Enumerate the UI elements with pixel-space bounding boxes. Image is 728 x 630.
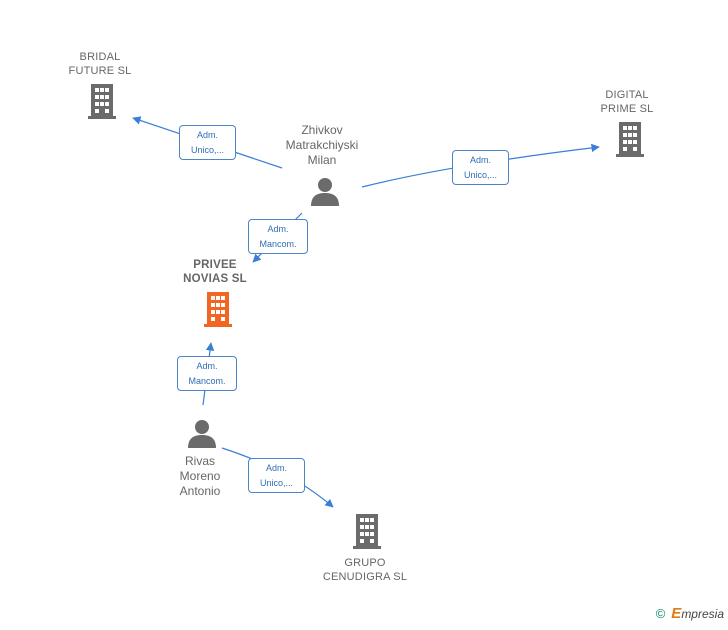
- person-icon[interactable]: [310, 177, 340, 207]
- node-label-privee-novias[interactable]: PRIVEE NOVIAS SL: [183, 259, 247, 285]
- node-label-grupo-cenudigra[interactable]: GRUPO CENUDIGRA SL: [322, 557, 408, 583]
- building-icon[interactable]: [351, 514, 383, 550]
- person-icon[interactable]: [187, 419, 217, 449]
- node-label-rivas[interactable]: Rivas Moreno Antonio: [179, 454, 221, 498]
- edge-label-zhivkov-privee[interactable]: Adm. Mancom.: [248, 219, 308, 254]
- node-label-digital-prime[interactable]: DIGITAL PRIME SL: [600, 89, 654, 115]
- edge-label-rivas-grupo[interactable]: Adm. Unico,...: [248, 458, 305, 493]
- empresia-logo[interactable]: © Empresia: [656, 605, 724, 622]
- brand-initial: E: [671, 605, 682, 622]
- edge-label-zhivkov-bridal[interactable]: Adm. Unico,...: [179, 125, 236, 160]
- edge-label-rivas-privee[interactable]: Adm. Mancom.: [177, 356, 237, 391]
- node-label-zhivkov[interactable]: Zhivkov Matrakchiyski Milan: [285, 123, 359, 167]
- building-icon[interactable]: [86, 84, 118, 120]
- building-icon[interactable]: [614, 122, 646, 158]
- building-icon[interactable]: [202, 292, 234, 328]
- brand-name: mpresia: [681, 607, 724, 621]
- copyright-symbol: ©: [655, 606, 666, 621]
- node-label-bridal-future[interactable]: BRIDAL FUTURE SL: [68, 51, 132, 77]
- edge-label-zhivkov-digital[interactable]: Adm. Unico,...: [452, 150, 509, 185]
